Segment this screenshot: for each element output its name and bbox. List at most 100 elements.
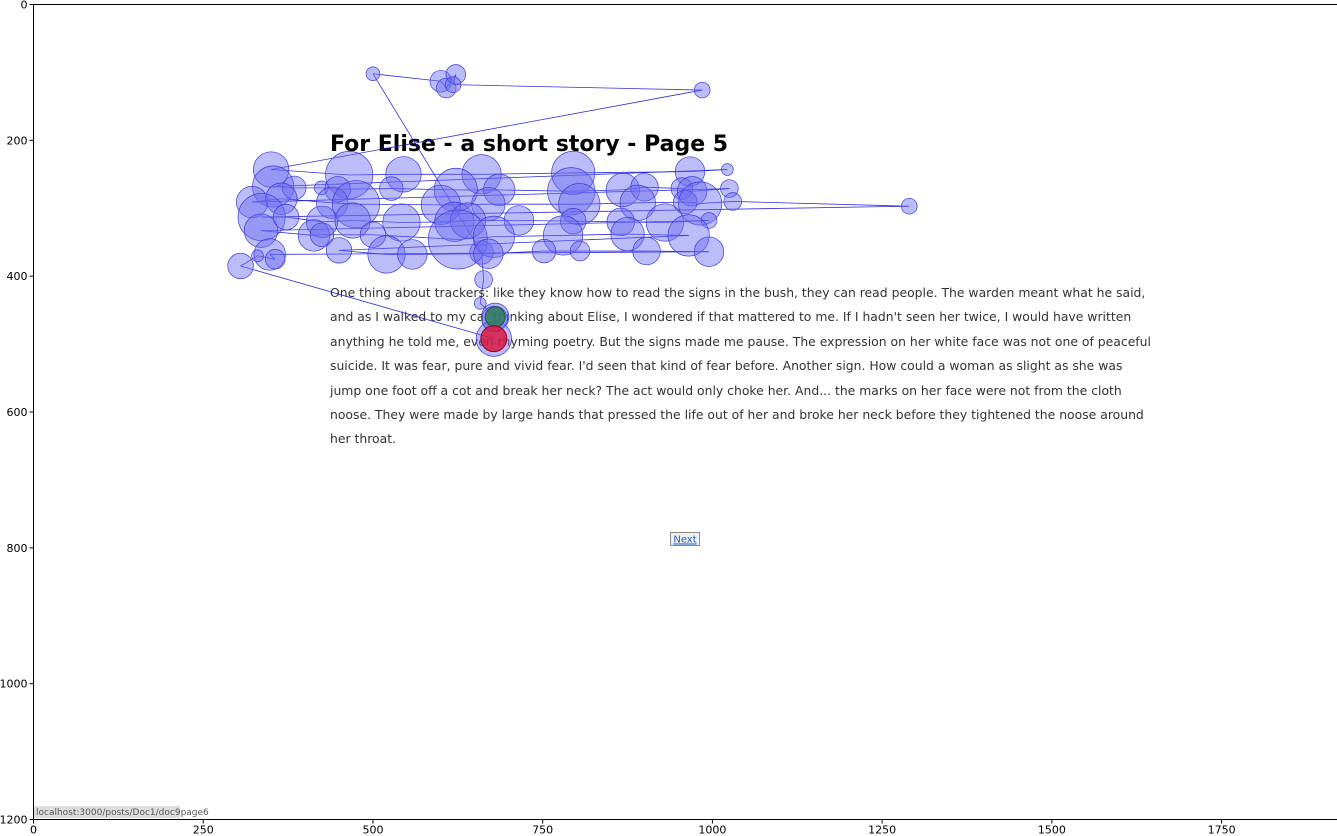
saccade-line <box>281 198 333 204</box>
next-button[interactable]: Next <box>670 532 700 546</box>
fixation-point <box>325 150 374 199</box>
story-line-7: her throat. <box>330 431 396 446</box>
fixation-point <box>673 189 698 215</box>
saccade-line <box>372 73 482 253</box>
fixation-point <box>645 203 684 242</box>
saccade-line <box>273 186 295 189</box>
saccade-line <box>732 201 910 207</box>
y-tick-label: 600 <box>7 406 28 419</box>
fixation-point <box>251 249 264 263</box>
endpoint-fixations <box>480 306 508 353</box>
fixation-point <box>309 222 335 247</box>
x-tick-label: 1500 <box>1038 824 1066 836</box>
saccade-line <box>260 230 314 236</box>
fixation-point <box>427 209 488 270</box>
next-button-frame[interactable] <box>670 532 700 546</box>
saccade-line <box>322 220 353 223</box>
last-fixation-point <box>480 325 508 353</box>
status-bar: localhost:3000/posts/Doc1/doc9page6 <box>34 806 209 818</box>
saccade-line <box>269 251 710 255</box>
saccade-line <box>637 201 686 204</box>
fixation-point <box>503 205 535 236</box>
saccade-line <box>252 198 282 203</box>
fixation-point <box>700 212 718 229</box>
saccade-line <box>355 203 441 206</box>
y-tick-label: 0 <box>21 0 28 12</box>
saccade-line <box>271 169 350 176</box>
saccade-lines <box>240 73 910 340</box>
fixation-point <box>605 172 640 207</box>
fixation-point <box>365 66 381 82</box>
status-bar-bg <box>34 806 180 818</box>
fixation-point <box>473 238 504 269</box>
saccade-line <box>349 173 404 176</box>
fixation-point <box>236 186 269 219</box>
page-content: For Elise - a short story - Page 5 One t… <box>34 132 1151 818</box>
fixation-point <box>253 151 290 188</box>
fixation-point <box>265 182 298 215</box>
fixation-point <box>227 252 254 280</box>
x-tick-label: 750 <box>532 824 553 836</box>
saccade-line <box>240 255 258 267</box>
saccade-line <box>401 221 455 223</box>
fixation-point <box>543 215 584 256</box>
fixation-point <box>444 76 462 93</box>
fixation-point <box>385 156 422 193</box>
saccade-line <box>499 189 572 192</box>
saccade-line <box>337 188 392 190</box>
saccade-line <box>563 233 628 236</box>
y-tick-label: 1200 <box>0 814 28 827</box>
fixation-point <box>434 201 475 242</box>
fixation-point <box>282 175 307 201</box>
saccade-line <box>240 265 494 340</box>
story-line-6: noose. They were made by large hands tha… <box>330 407 1144 422</box>
fixation-points <box>227 64 918 357</box>
saccade-line <box>454 220 469 223</box>
x-tick-label: 0 <box>30 824 37 836</box>
fixation-point <box>483 173 516 207</box>
fixation-point <box>449 202 487 239</box>
saccade-line <box>257 255 276 260</box>
saccade-line <box>332 202 357 205</box>
saccade-line <box>452 74 457 85</box>
fixation-point <box>676 176 708 207</box>
story-line-5: jump one foot off a cot and break her ne… <box>329 383 1122 398</box>
saccade-line <box>286 216 323 223</box>
story-line-1: One thing about trackers: like they know… <box>330 285 1145 300</box>
fixation-point <box>272 203 300 231</box>
saccade-line <box>440 203 489 206</box>
x-tick-label: 1750 <box>1208 824 1236 836</box>
saccade-line <box>493 235 564 238</box>
saccade-line <box>269 254 276 260</box>
fixation-point <box>667 214 710 257</box>
fixation-point <box>723 192 742 211</box>
fixation-point <box>630 173 659 202</box>
fixation-point <box>531 238 557 264</box>
fixation-point <box>678 181 723 226</box>
fixation-point <box>901 197 918 215</box>
status-url: localhost:3000/posts/Doc1/doc9page6 <box>36 808 209 818</box>
story-paragraph: One thing about trackers: like they know… <box>329 285 1151 446</box>
fixation-point <box>547 167 596 216</box>
fixation-point <box>325 237 353 264</box>
story-line-3: anything he told me, even rhyming poetry… <box>330 334 1151 349</box>
saccade-line <box>573 220 621 223</box>
saccade-line <box>252 188 730 203</box>
y-tick-label: 200 <box>7 134 28 147</box>
fixation-point <box>433 167 478 212</box>
saccade-line <box>685 201 701 204</box>
fixation-point <box>382 203 421 242</box>
fixation-point <box>445 64 466 85</box>
fixation-point <box>693 236 725 267</box>
saccade-line <box>412 253 489 255</box>
y-tick-label: 400 <box>7 270 28 283</box>
saccade-line <box>518 220 574 222</box>
saccade-line <box>352 220 402 223</box>
saccade-line <box>391 188 456 191</box>
next-link[interactable]: Next <box>673 535 696 546</box>
story-line-2: and as I walked to my car thinking about… <box>330 309 1131 324</box>
fixation-point <box>474 270 493 289</box>
y-tick-label: 1000 <box>0 678 28 691</box>
